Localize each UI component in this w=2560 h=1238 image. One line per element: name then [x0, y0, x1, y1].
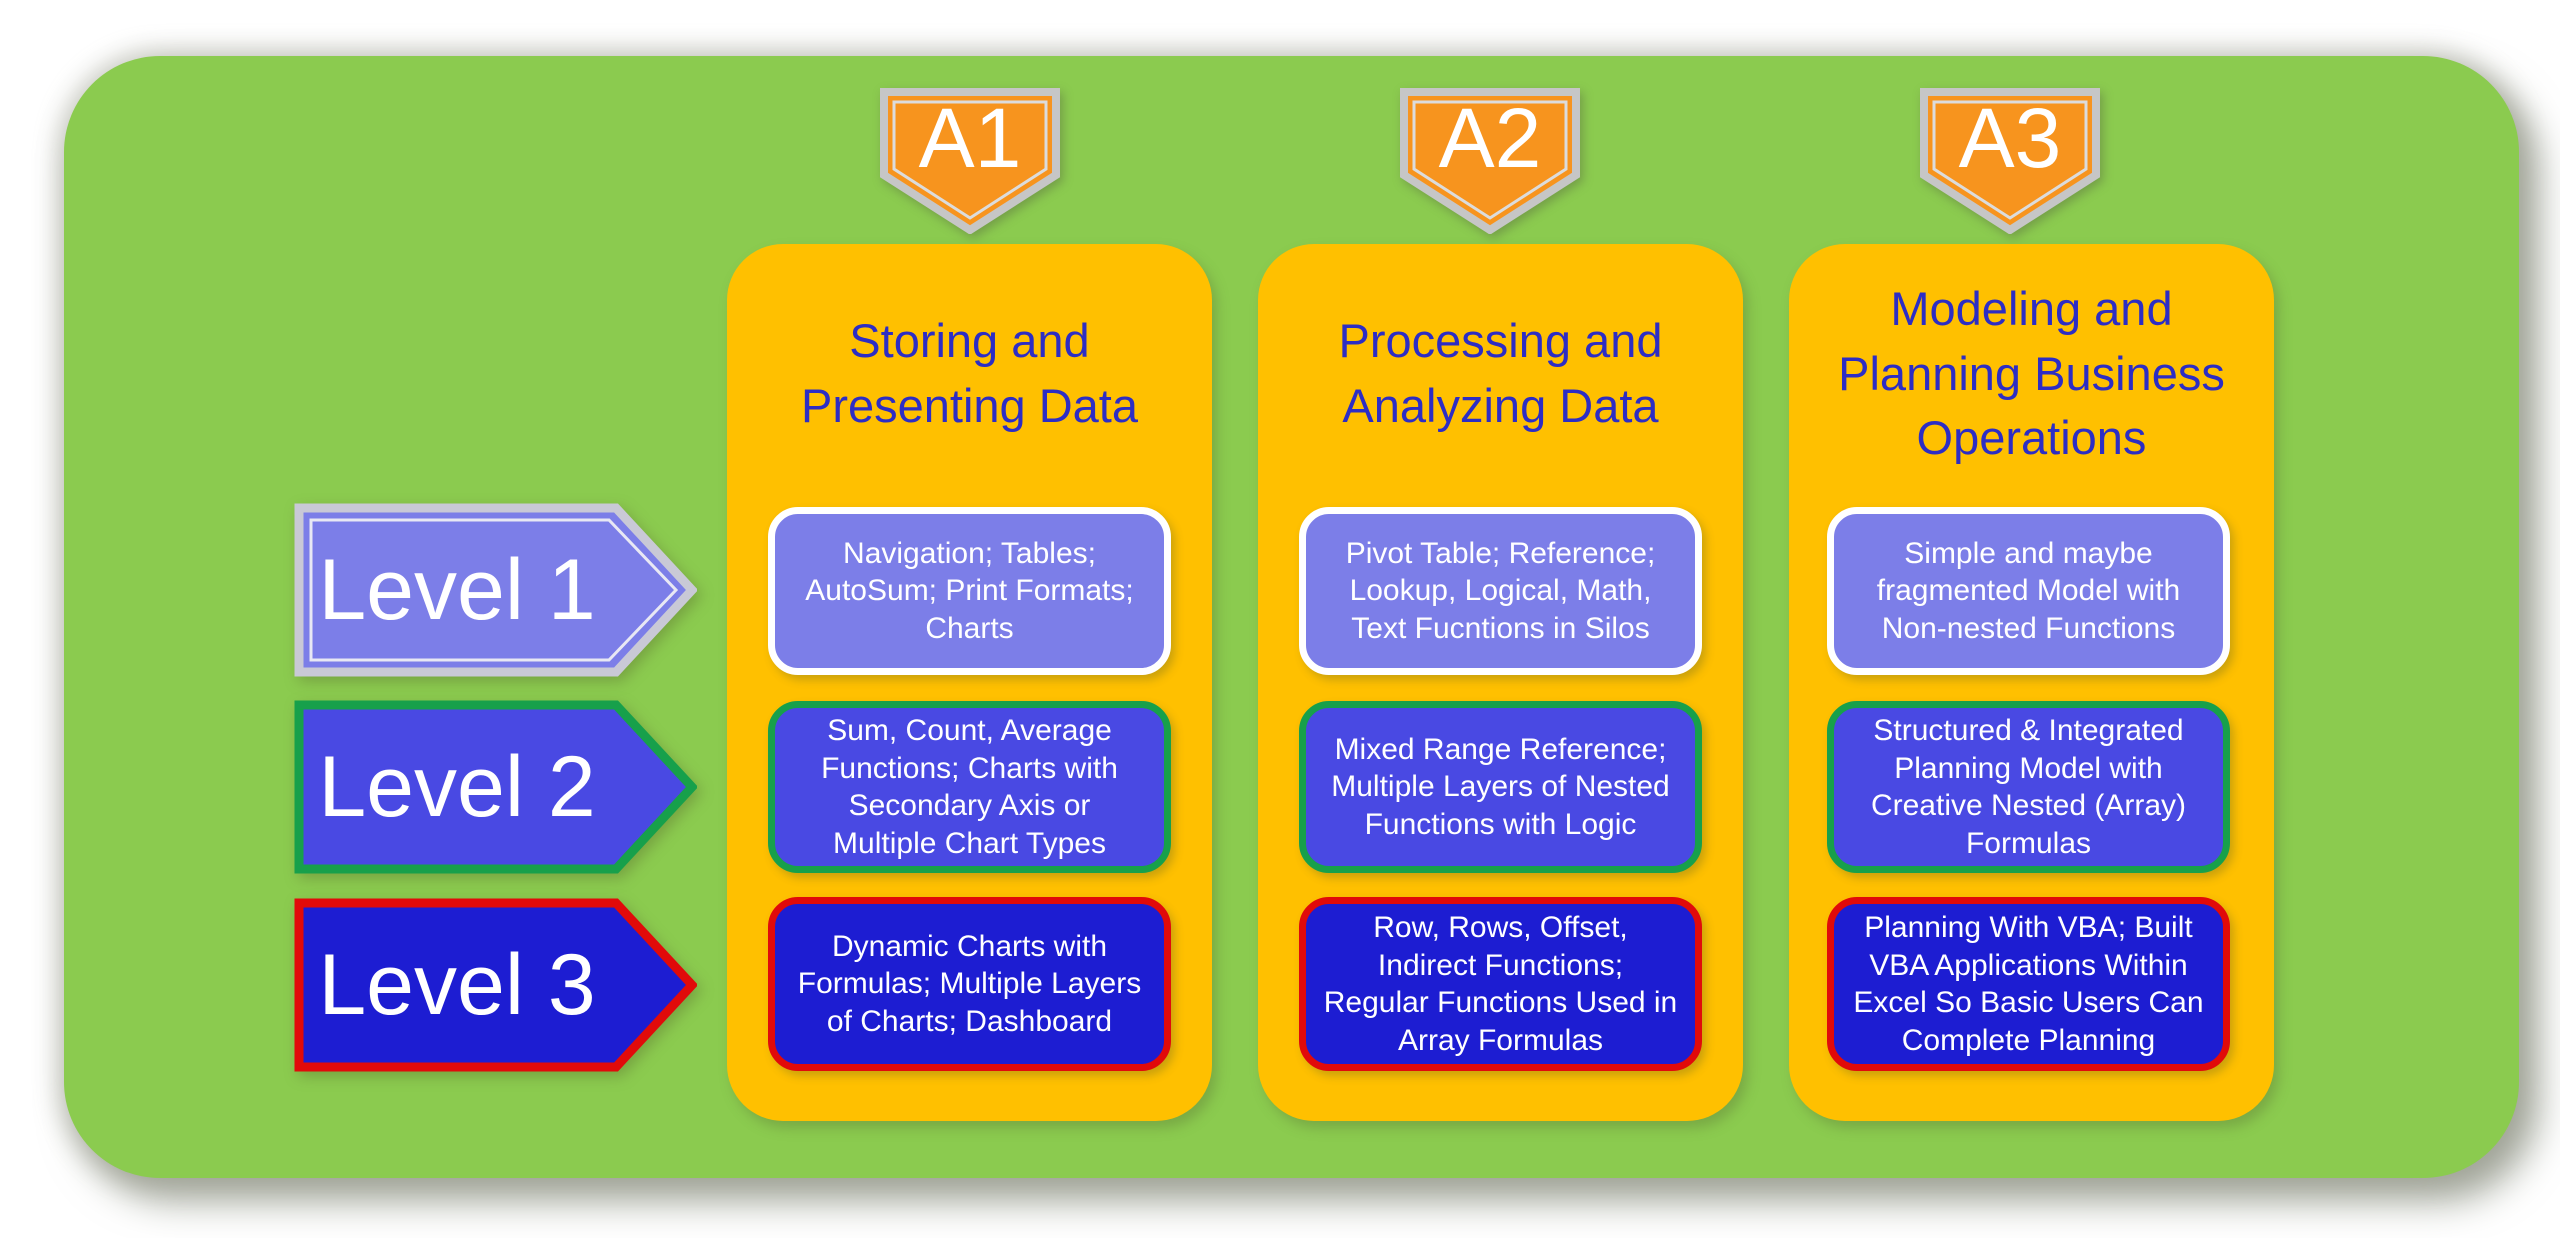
box-a1-level2: Sum, Count, Average Functions; Charts wi…	[768, 701, 1171, 873]
marker-a1-label: A1	[918, 91, 1022, 185]
level-1-arrow: Level 1	[294, 503, 697, 677]
level-3-label: Level 3	[318, 936, 596, 1033]
level-3-arrow: Level 3	[294, 898, 697, 1072]
down-pentagon-icon	[1400, 88, 1580, 234]
column-a1-title: Storing and Presenting Data	[800, 314, 1139, 432]
column-a3-title: Modeling and Planning Business Operation…	[1838, 281, 2225, 465]
box-a2-level3: Row, Rows, Offset, Indirect Functions; R…	[1299, 897, 1702, 1071]
box-a2-level1: Pivot Table; Reference; Lookup, Logical,…	[1299, 507, 1702, 675]
marker-a1: A1	[880, 88, 1060, 234]
box-a3-level1: Simple and maybe fragmented Model with N…	[1827, 507, 2230, 675]
right-arrow-icon	[294, 503, 697, 677]
box-a2-level2: Mixed Range Reference; Multiple Layers o…	[1299, 701, 1702, 873]
marker-a3-label: A3	[1958, 91, 2062, 185]
marker-a2-label: A2	[1438, 91, 1542, 185]
marker-a3: A3	[1920, 88, 2100, 234]
box-a1-level1: Navigation; Tables; AutoSum; Print Forma…	[768, 507, 1171, 675]
down-pentagon-icon	[880, 88, 1060, 234]
right-arrow-icon	[294, 700, 697, 874]
level-2-arrow: Level 2	[294, 700, 697, 874]
column-a2-title: Processing and Analyzing Data	[1338, 314, 1663, 432]
box-a3-level2: Structured & Integrated Planning Model w…	[1827, 701, 2230, 873]
marker-a2: A2	[1400, 88, 1580, 234]
level-2-label: Level 2	[318, 738, 596, 835]
box-a1-level3: Dynamic Charts with Formulas; Multiple L…	[768, 897, 1171, 1071]
level-1-label: Level 1	[318, 541, 596, 638]
down-pentagon-icon	[1920, 88, 2100, 234]
box-a3-level3: Planning With VBA; Built VBA Application…	[1827, 897, 2230, 1071]
right-arrow-icon	[294, 898, 697, 1072]
